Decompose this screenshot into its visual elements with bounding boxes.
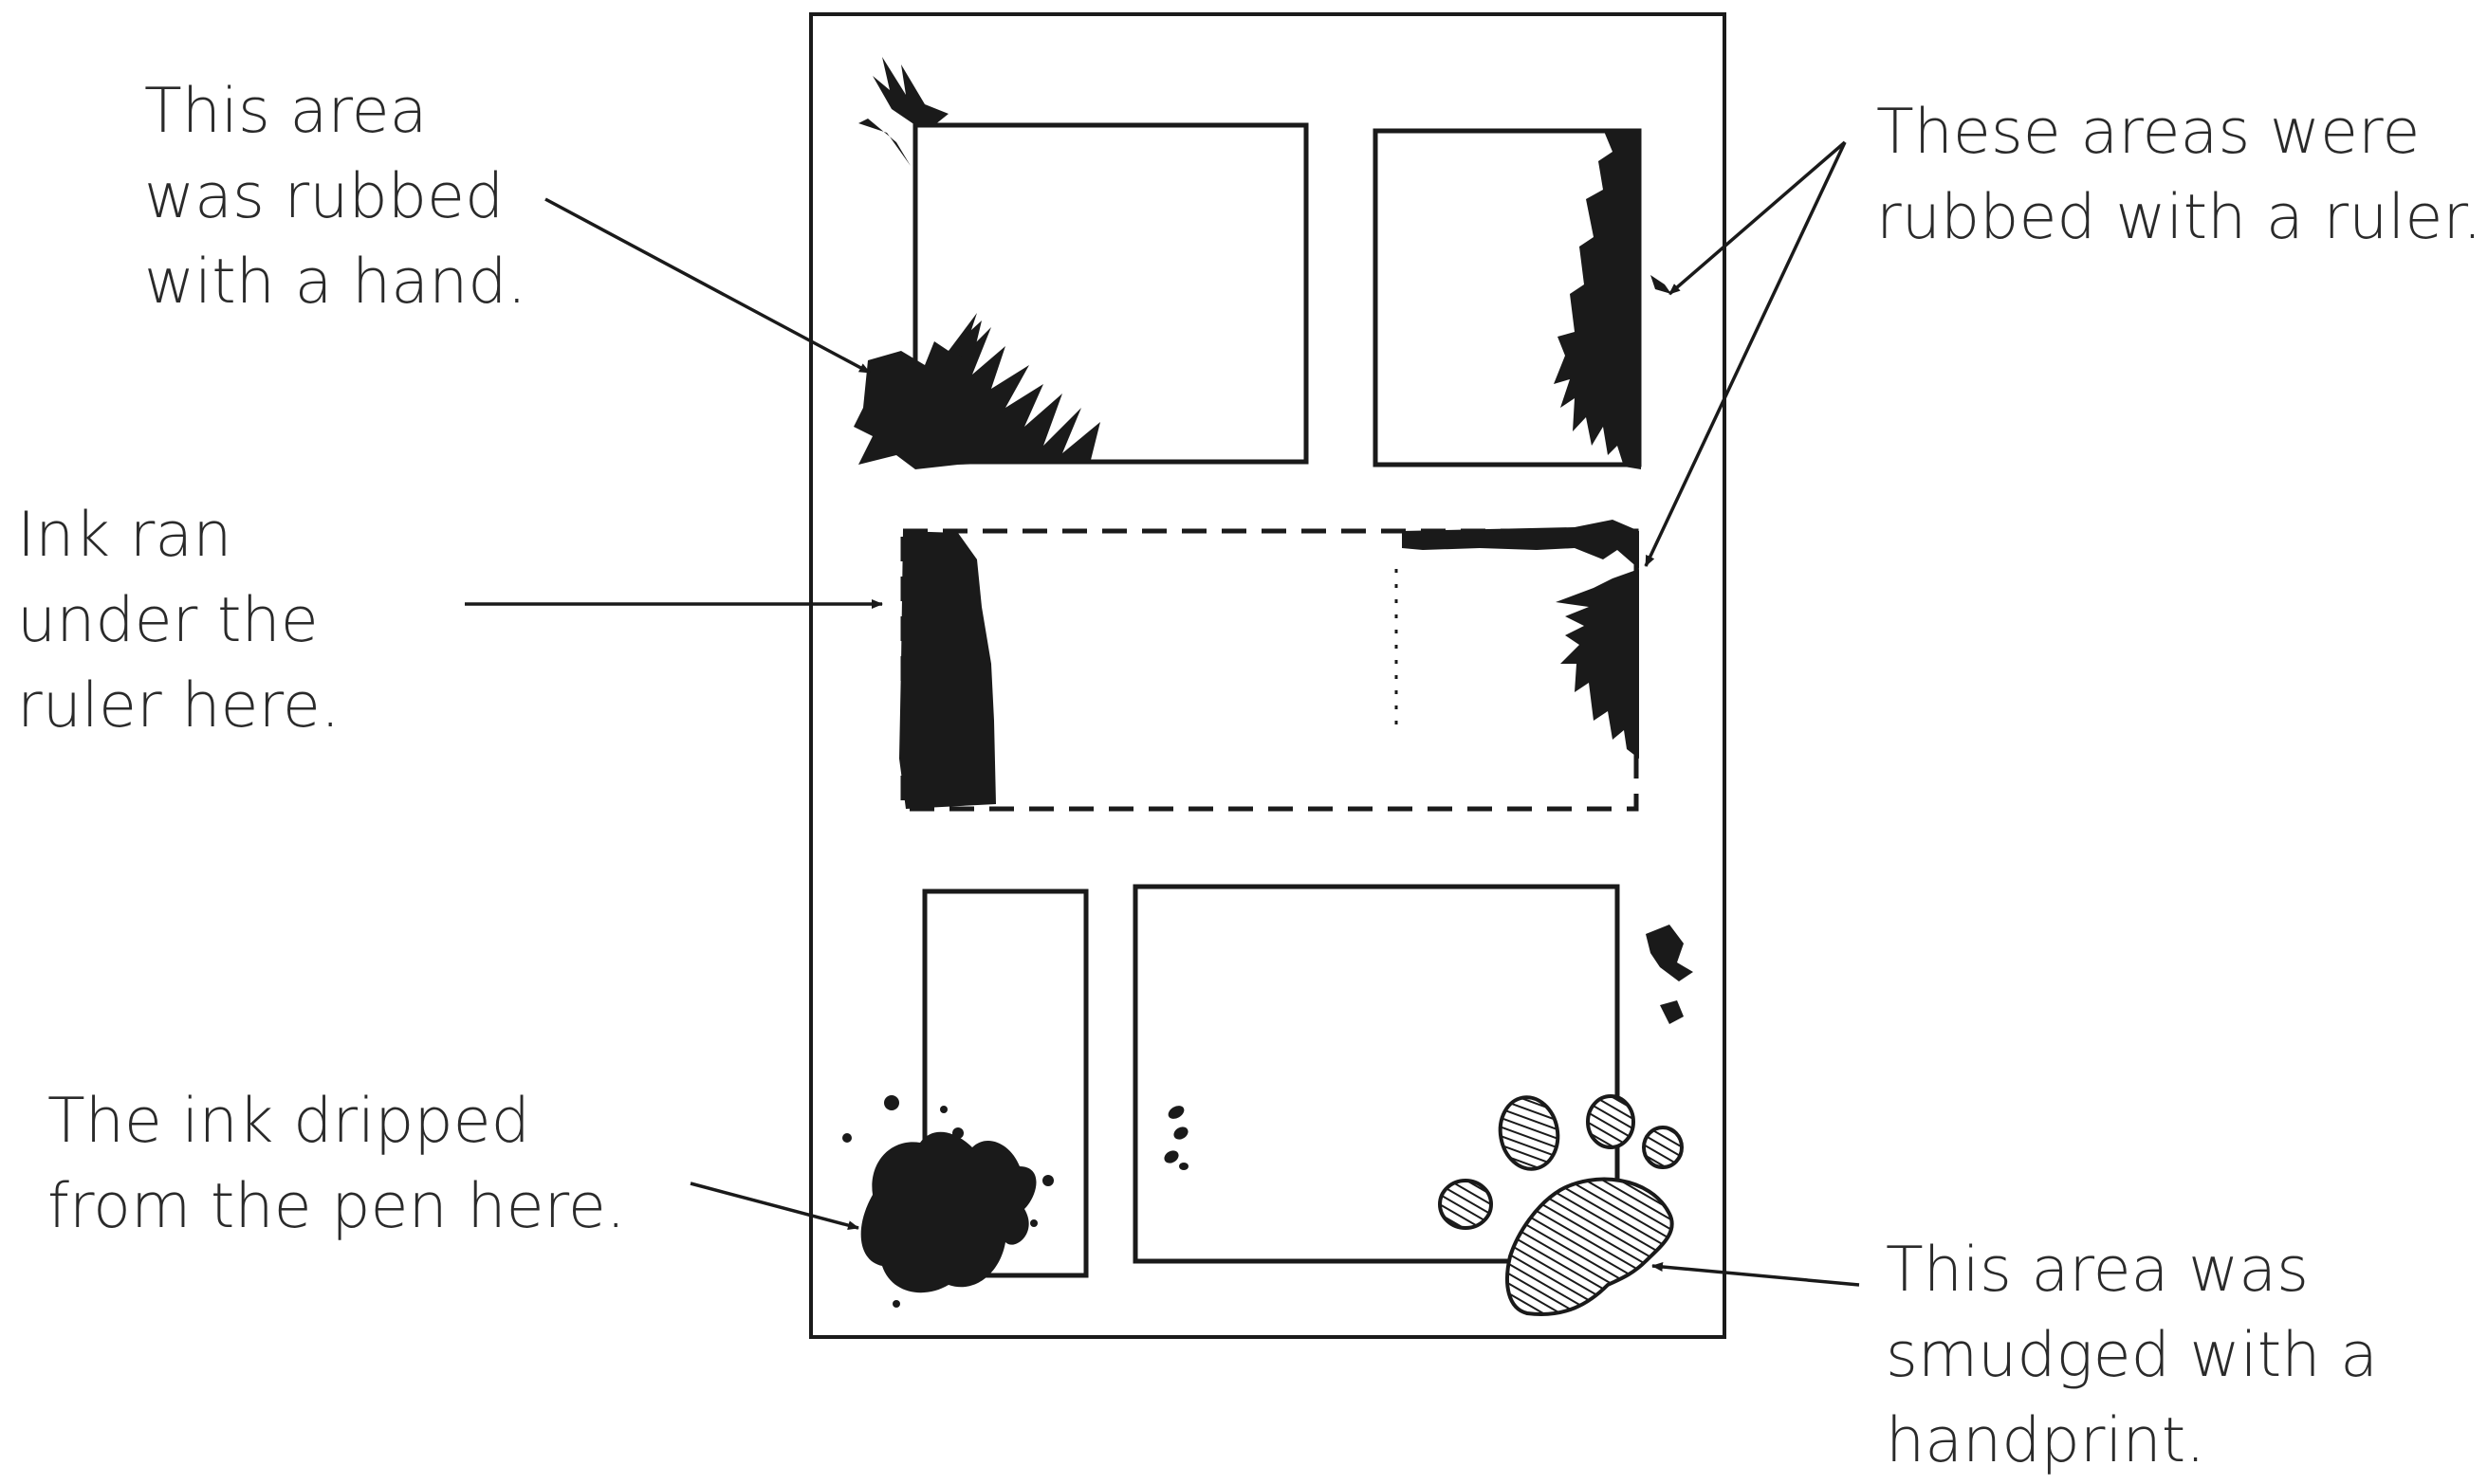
label-ink-ran-under-ruler: Ink ran under the ruler here. [17,493,341,749]
label-rubbed-with-hand: This area was rubbed with a hand. [144,69,526,325]
label-ink-dripped: The ink dripped from the pen here. [47,1079,626,1250]
label-rubbed-with-ruler: These areas were rubbed with a ruler. [1876,90,2482,261]
label-handprint-smudge: This area was smudged with a handprint. [1886,1228,2378,1484]
